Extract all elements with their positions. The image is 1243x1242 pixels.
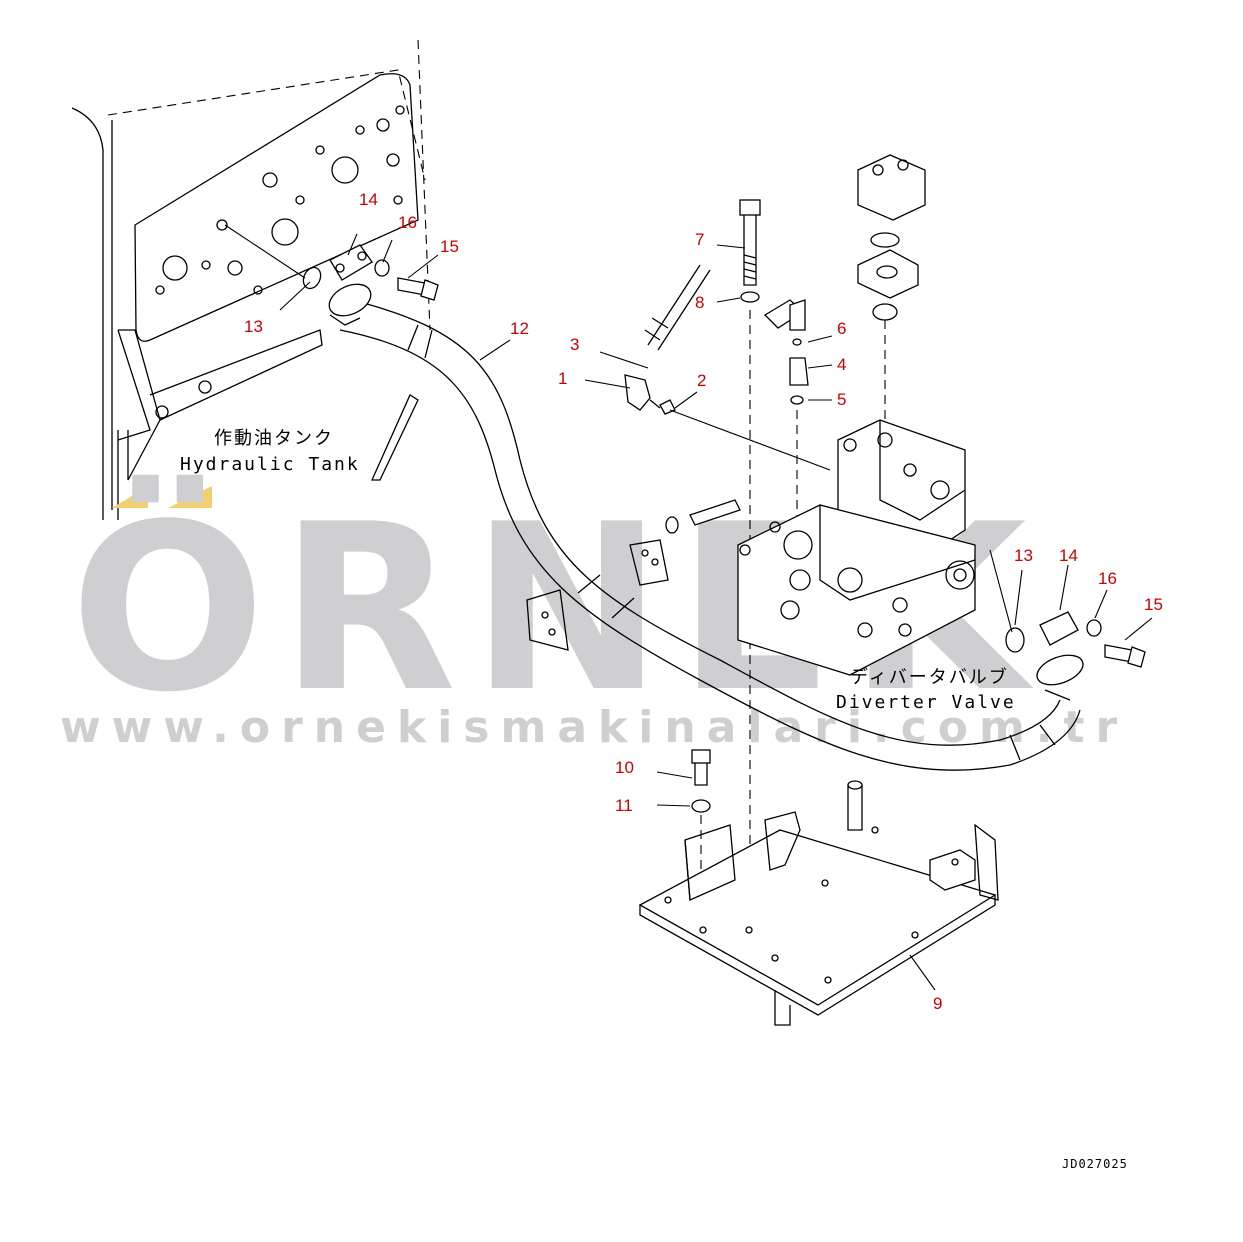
callout-16-valve: 16 xyxy=(1098,569,1117,588)
washer-11 xyxy=(691,799,711,813)
hose-clamp-bracket xyxy=(526,539,669,651)
bolt-15-right xyxy=(1104,644,1133,663)
callout-5: 5 xyxy=(837,390,846,409)
callout-6: 6 xyxy=(837,319,846,338)
elbow-1 xyxy=(624,374,651,411)
washer-16-top xyxy=(374,259,390,277)
hose-3 xyxy=(647,264,701,346)
callout-2: 2 xyxy=(697,371,706,390)
callout-13-tank: 13 xyxy=(244,317,263,336)
valve-side-flange-parts xyxy=(1005,611,1146,668)
split-flange-14-top xyxy=(329,244,373,281)
callout-14-valve: 14 xyxy=(1059,546,1078,565)
tank-side-flange-parts xyxy=(302,244,439,301)
document-id: JD027025 xyxy=(1062,1157,1128,1171)
callout-8: 8 xyxy=(695,293,704,312)
valve-label: Diverter Valve xyxy=(836,692,1016,713)
tank-label-japanese: 作動油タンク xyxy=(214,428,334,449)
o-ring-6 xyxy=(792,338,802,346)
fitting-assembly-1-3 xyxy=(624,264,711,415)
bolt-15-top xyxy=(397,277,426,296)
leader-lines xyxy=(224,224,1153,991)
bolt-10 xyxy=(691,749,711,786)
callout-15-tank: 15 xyxy=(440,237,459,256)
adapter-4 xyxy=(789,357,809,386)
bolt-7 xyxy=(739,199,761,286)
fitting-4-5-6 xyxy=(763,299,809,520)
callout-1: 1 xyxy=(558,369,567,388)
callout-16-tank: 16 xyxy=(398,213,417,232)
o-ring-13-right xyxy=(1005,627,1025,653)
callouts: 1 2 3 4 5 6 7 8 9 10 11 12 13 14 15 16 1… xyxy=(244,190,1163,1013)
callout-12: 12 xyxy=(510,319,529,338)
hydraulic-tank xyxy=(71,39,431,520)
callout-4: 4 xyxy=(837,355,846,374)
callout-3: 3 xyxy=(570,335,579,354)
watermark-accent-left xyxy=(112,486,148,508)
split-flange-14-right xyxy=(1039,611,1079,646)
washer-8 xyxy=(740,291,760,303)
watermark-accent-right xyxy=(168,486,212,508)
cap-2 xyxy=(659,399,676,415)
callout-14-tank: 14 xyxy=(359,190,378,209)
valve-label-japanese: ディバータバルブ xyxy=(850,666,1009,688)
callout-11: 11 xyxy=(615,796,633,815)
callout-7: 7 xyxy=(695,230,704,249)
callout-13-valve: 13 xyxy=(1014,546,1033,565)
callout-9: 9 xyxy=(933,994,942,1013)
callout-15-valve: 15 xyxy=(1144,595,1163,614)
o-ring-13-top xyxy=(302,266,322,290)
hose-12 xyxy=(328,283,1084,771)
o-ring-5 xyxy=(790,395,804,405)
tank-label: Hydraulic Tank xyxy=(180,454,360,475)
bracket-plate-9 xyxy=(638,780,999,1026)
washer-16-right xyxy=(1086,619,1102,637)
diverter-valve xyxy=(665,154,976,676)
callout-10: 10 xyxy=(615,758,634,777)
